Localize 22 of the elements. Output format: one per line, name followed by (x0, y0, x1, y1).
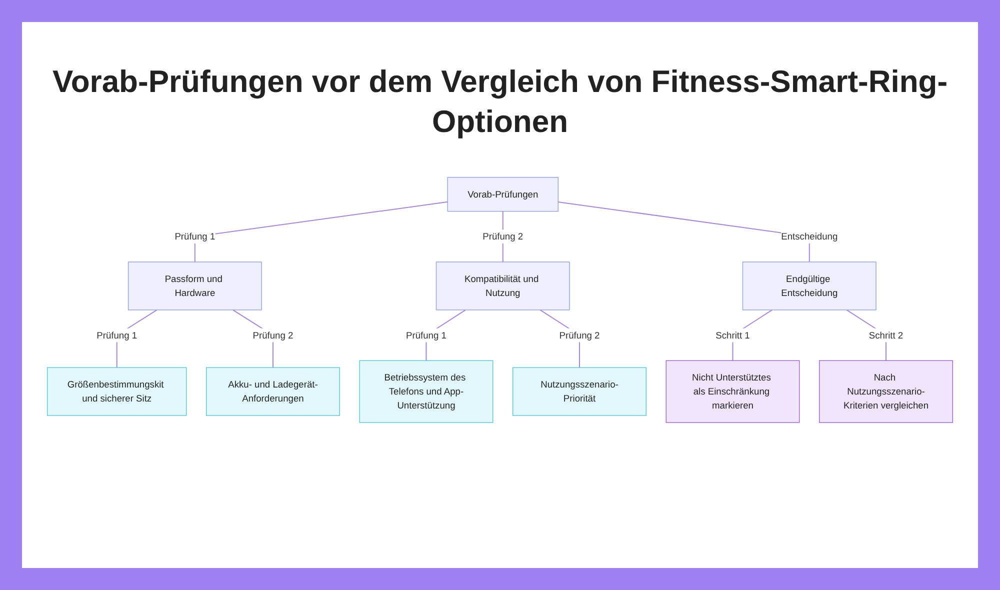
node-box (206, 367, 340, 416)
node-box (447, 177, 558, 212)
edge-label: Prüfung 1 (96, 330, 138, 340)
edge-label: Prüfung 1 (174, 230, 216, 242)
edge-label: Prüfung 2 (252, 330, 294, 340)
edge-label: Schritt 1 (716, 330, 750, 340)
node-box (436, 262, 570, 310)
node-box (359, 360, 494, 423)
connector (194, 201, 448, 262)
edge-label: Entscheidung (781, 230, 838, 242)
edge-label: Prüfung 2 (559, 330, 600, 340)
card-background: Vorab-Prüfungen vor dem Vergleich von Fitness-Smart-Ring-Optionen Prüfung 1 Prüfung 2 Entscheidung Prüfung 1 Prüfung 2 Prüfung 1 Prüfung 2 Schritt 1 Schritt 2 Vorab-Prüfungen Passform und Hardware Kompatibilität und Nutzung Endgültige Entscheidung Größenbestimmungskit und sicherer Sitz Akku- und Ladegerät-Anforderungen Betriebssystem des Telefons und App-Unterstützung Nutzungsszenario-Priorität Nicht Unterstütztes als Einschränkung markieren Nach Nutzungsszenario-Kriterien vergleichen (22, 22, 978, 568)
edge-label: Prüfung 1 (406, 330, 446, 340)
node-box (819, 360, 953, 423)
node-box (512, 367, 646, 416)
edge-label: Prüfung 2 (482, 230, 524, 242)
node-box (666, 360, 800, 423)
node-box (47, 367, 187, 416)
node-box (128, 262, 262, 310)
edge-label: Schritt 2 (868, 330, 904, 340)
title: Vorab-Prüfungen vor dem Vergleich von Fitness-Smart-Ring-Optionen (51, 63, 949, 141)
node-box (742, 262, 876, 310)
